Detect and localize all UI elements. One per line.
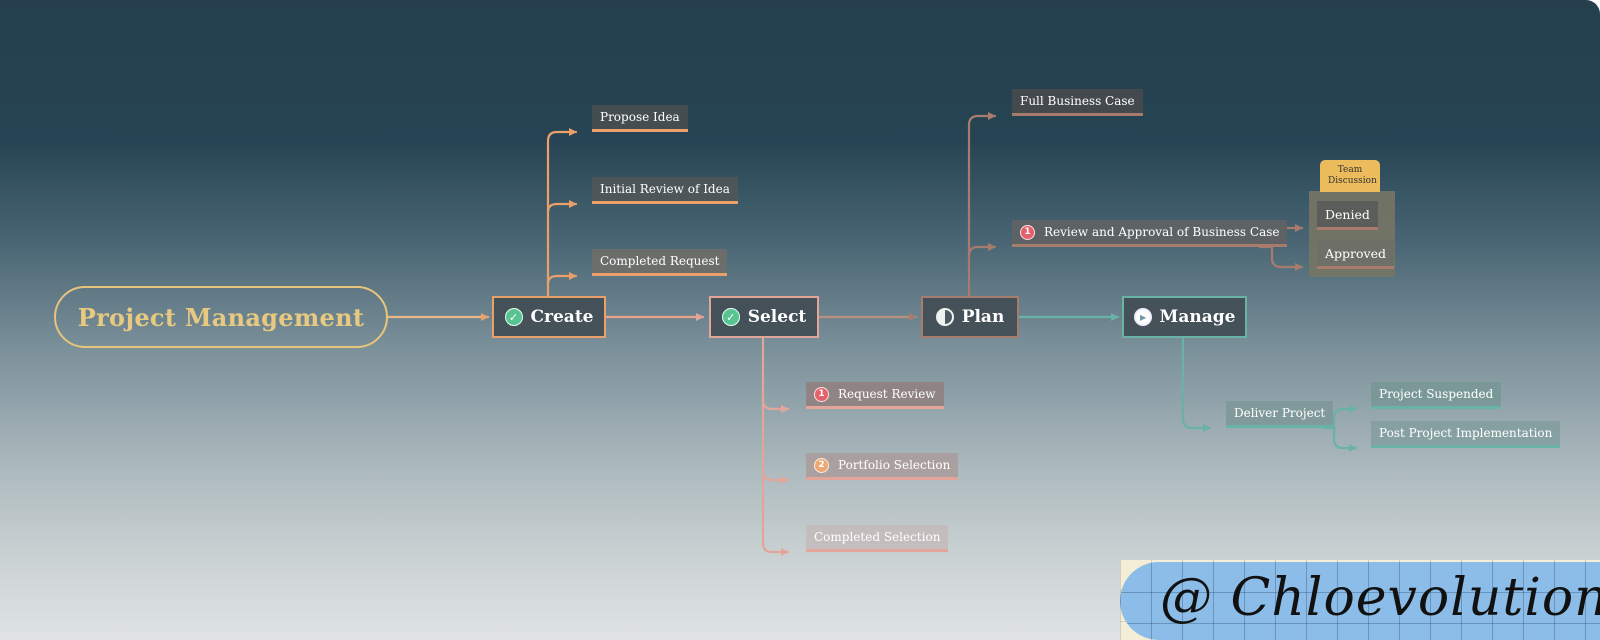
leaf-full-business-case[interactable]: Full Business Case — [1012, 89, 1143, 116]
leaf-review-approval[interactable]: 1 Review and Approval of Business Case — [1012, 220, 1288, 247]
edge-create-completed — [546, 272, 578, 286]
leaf-propose-idea[interactable]: Propose Idea — [592, 105, 688, 132]
leaf-completed-request[interactable]: Completed Request — [592, 249, 728, 276]
leaf-portfolio-selection[interactable]: 2 Portfolio Selection — [806, 453, 959, 480]
leaf-label: Deliver Project — [1234, 406, 1326, 420]
leaf-label: Approved — [1325, 245, 1386, 261]
leaf-label: Full Business Case — [1020, 94, 1135, 108]
leaf-label: Post Project Implementation — [1379, 426, 1553, 440]
leaf-label: Request Review — [838, 387, 936, 401]
stage-plan[interactable]: Plan — [921, 296, 1019, 338]
leaf-initial-review[interactable]: Initial Review of Idea — [592, 177, 738, 204]
leaf-label: Review and Approval of Business Case — [1044, 225, 1280, 239]
check-circle-icon: ✓ — [504, 308, 523, 326]
stage-manage[interactable]: ▶ Manage — [1122, 296, 1247, 338]
stage-create-label: Create — [530, 307, 594, 327]
team-discussion-tag[interactable]: Team Discussion — [1320, 160, 1380, 192]
edge-select-portfolio — [761, 469, 790, 484]
half-circle-icon — [935, 308, 954, 326]
edge-select-review — [761, 398, 790, 413]
priority-2-icon: 2 — [814, 457, 829, 473]
stage-select[interactable]: ✓ Select — [709, 296, 819, 338]
leaf-label: Completed Request — [600, 254, 720, 268]
stage-select-label: Select — [747, 307, 807, 327]
leaf-label: Propose Idea — [600, 110, 680, 124]
tag-label: Team Discussion — [1328, 165, 1377, 186]
edge-deliver-post — [1332, 426, 1358, 452]
watermark-badge — [1120, 562, 1600, 640]
leaf-deliver-project[interactable]: Deliver Project — [1226, 401, 1334, 428]
stage-create[interactable]: ✓ Create — [492, 296, 606, 338]
stage-plan-label: Plan — [961, 307, 1005, 327]
leaf-label: Completed Selection — [814, 530, 941, 544]
edge-plan-review — [967, 243, 997, 258]
edge-plan-trunk — [967, 112, 997, 298]
priority-1-icon: 1 — [1020, 224, 1035, 240]
root-node[interactable]: Project Management — [54, 286, 388, 348]
edge-create-propose — [546, 128, 578, 298]
edge-create-initial — [546, 200, 578, 214]
leaf-request-review[interactable]: 1 Request Review — [806, 382, 944, 409]
edge-manage-deliver — [1181, 336, 1212, 432]
edge-deliver-split — [1321, 405, 1358, 430]
leaf-label: Project Suspended — [1379, 387, 1494, 401]
priority-1-icon: 1 — [814, 386, 829, 402]
leaf-label: Initial Review of Idea — [600, 182, 730, 196]
edge-select-trunk — [761, 336, 790, 556]
stage-manage-label: Manage — [1159, 307, 1236, 327]
watermark-text: @ Chloevolution — [1160, 568, 1600, 628]
leaf-completed-selection[interactable]: Completed Selection — [806, 525, 949, 552]
leaf-denied[interactable]: Denied — [1317, 201, 1378, 230]
edge-review-approved — [1270, 245, 1304, 271]
check-circle-icon: ✓ — [721, 308, 740, 326]
leaf-project-suspended[interactable]: Project Suspended — [1371, 382, 1502, 409]
root-title: Project Management — [77, 302, 365, 332]
leaf-post-project-implementation[interactable]: Post Project Implementation — [1371, 421, 1561, 448]
play-circle-icon: ▶ — [1133, 308, 1152, 326]
leaf-approved[interactable]: Approved — [1317, 240, 1394, 269]
leaf-label: Denied — [1325, 206, 1370, 222]
leaf-label: Portfolio Selection — [838, 458, 951, 472]
